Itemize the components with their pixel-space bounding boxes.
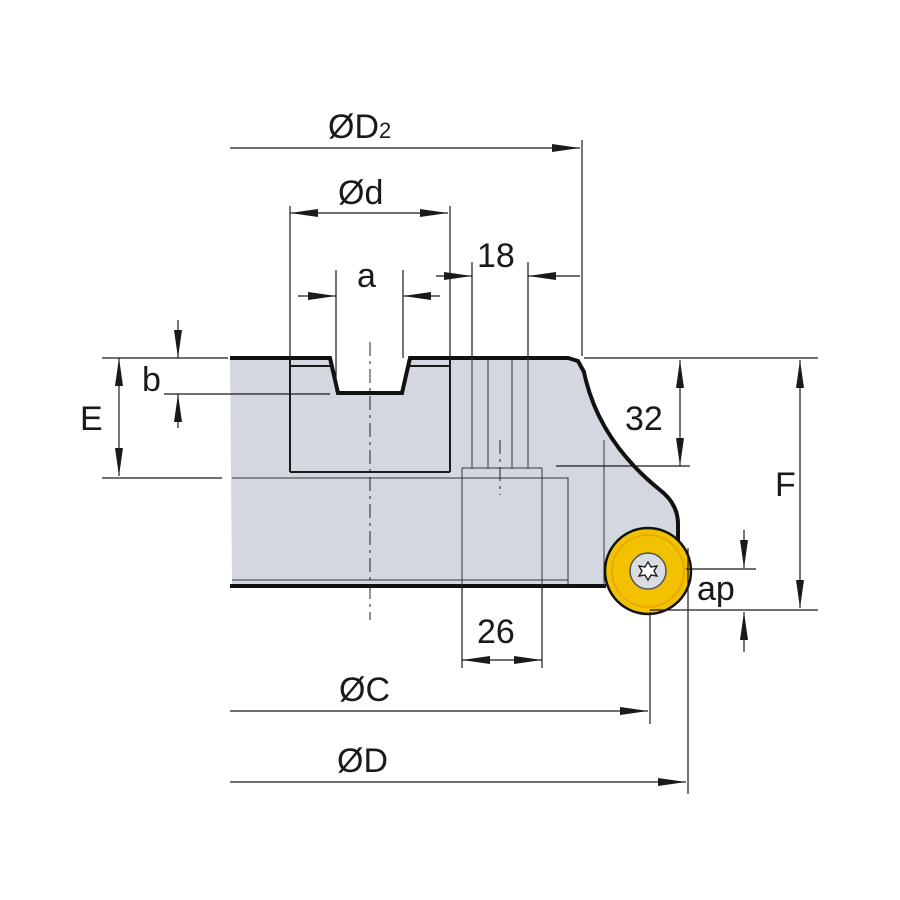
counterbore (461, 478, 543, 586)
label-d: Ød (338, 174, 383, 212)
label-c: ØC (339, 671, 390, 709)
label-26: 26 (477, 613, 515, 651)
label-b: b (142, 361, 161, 399)
insert-ring (611, 534, 685, 608)
dimension-labels: ØD2 Ød a 18 b E 32 F ap 26 ØC ØD (80, 108, 796, 780)
label-ap: ap (697, 570, 735, 608)
bore-chamfer (232, 477, 569, 586)
label-d2: ØD2 (328, 108, 391, 146)
label-dd: ØD (337, 742, 388, 780)
label-18: 18 (477, 237, 515, 275)
body-outline (230, 356, 680, 548)
label-32: 32 (625, 400, 663, 438)
body-section (230, 358, 676, 586)
label-a: a (357, 257, 376, 295)
screw-hole (461, 358, 543, 478)
screw-hole-inner (487, 360, 513, 468)
torx-socket (637, 560, 659, 582)
cutter-body (230, 342, 680, 620)
keyway-inner-right (410, 358, 451, 472)
dimension-lines (102, 140, 818, 794)
label-f: F (775, 466, 796, 504)
label-e: E (80, 400, 103, 438)
keyway-inner-left (289, 358, 330, 472)
round-insert (603, 526, 693, 616)
